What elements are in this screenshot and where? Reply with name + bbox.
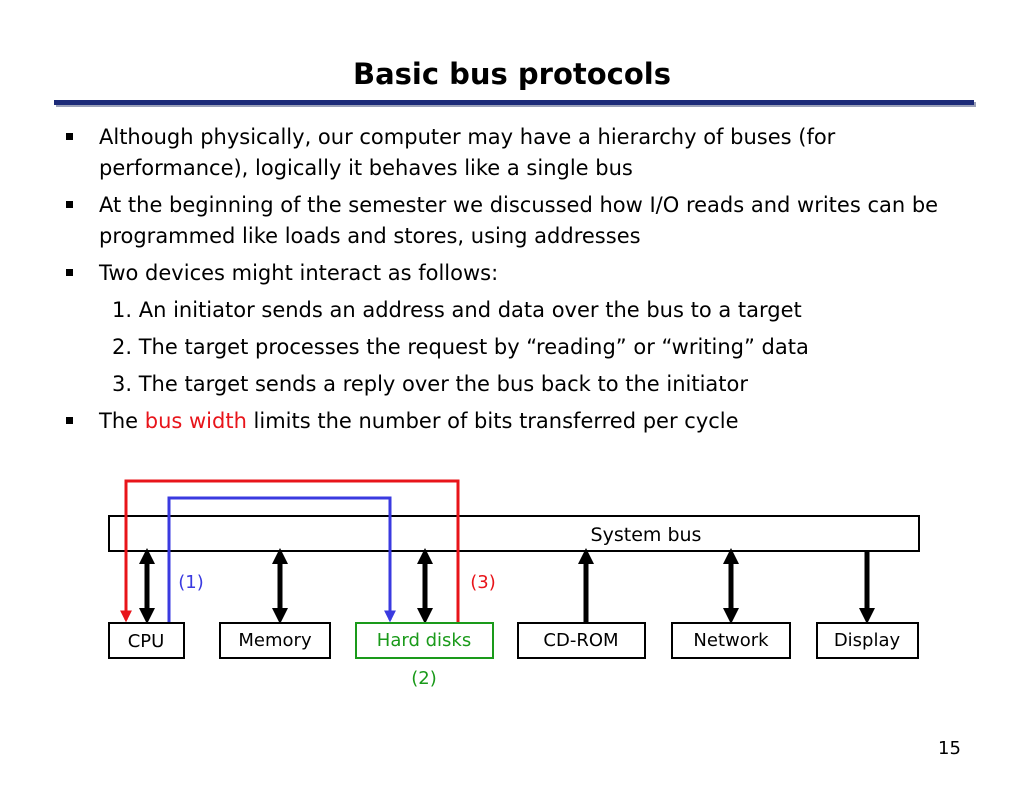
step-1-label: (1) xyxy=(178,572,204,593)
step-text: An initiator sends an address and data o… xyxy=(138,298,802,322)
bullet-text: Although physically, our computer may ha… xyxy=(99,125,836,180)
step-item: 2. The target processes the request by “… xyxy=(64,332,964,363)
device-label: Memory xyxy=(238,630,312,651)
device-label: Display xyxy=(834,630,901,651)
title-underline xyxy=(54,100,974,105)
bullet-list: Although physically, our computer may ha… xyxy=(64,122,964,443)
bullet-text-prefix: The xyxy=(99,409,145,433)
bullet-text: Two devices might interact as follows: xyxy=(99,261,499,285)
slide-title: Basic bus protocols xyxy=(352,57,671,91)
device-label: Hard disks xyxy=(377,630,471,651)
step-number: 1. xyxy=(112,298,133,322)
device-cd-rom: CD-ROM xyxy=(517,622,646,659)
bullet-text: At the beginning of the semester we disc… xyxy=(99,193,939,248)
device-label: CD-ROM xyxy=(543,630,618,651)
device-label: Network xyxy=(693,630,769,651)
bullet-text-suffix: limits the number of bits transferred pe… xyxy=(246,409,739,433)
bullet-item: Although physically, our computer may ha… xyxy=(64,122,964,184)
step-2-label: (2) xyxy=(411,668,437,689)
square-bullet-icon xyxy=(66,269,73,276)
device-cpu: CPU xyxy=(108,622,185,659)
step-item: 1. An initiator sends an address and dat… xyxy=(64,295,964,326)
device-display: Display xyxy=(816,622,919,659)
bullet-item: Two devices might interact as follows: xyxy=(64,258,964,289)
square-bullet-icon xyxy=(66,201,73,208)
request-path-blue xyxy=(167,496,396,623)
bullet-item: The bus width limits the number of bits … xyxy=(64,406,964,437)
device-label: CPU xyxy=(128,631,165,652)
system-bus: System bus xyxy=(108,515,920,552)
reply-path-red xyxy=(120,479,460,623)
step-item: 3. The target sends a reply over the bus… xyxy=(64,369,964,400)
page-number: 15 xyxy=(938,738,961,759)
step-number: 3. xyxy=(112,372,133,396)
step-3-label: (3) xyxy=(470,572,496,593)
system-bus-label: System bus xyxy=(591,524,702,546)
bullet-item: At the beginning of the semester we disc… xyxy=(64,190,964,252)
step-text: The target sends a reply over the bus ba… xyxy=(138,372,749,396)
device-network: Network xyxy=(671,622,791,659)
device-memory: Memory xyxy=(219,622,331,659)
device-hard-disks: Hard disks xyxy=(355,622,494,659)
step-number: 2. xyxy=(112,335,133,359)
step-text: The target processes the request by “rea… xyxy=(138,335,809,359)
square-bullet-icon xyxy=(66,133,73,140)
bus-width-highlight: bus width xyxy=(144,409,247,433)
square-bullet-icon xyxy=(66,417,73,424)
